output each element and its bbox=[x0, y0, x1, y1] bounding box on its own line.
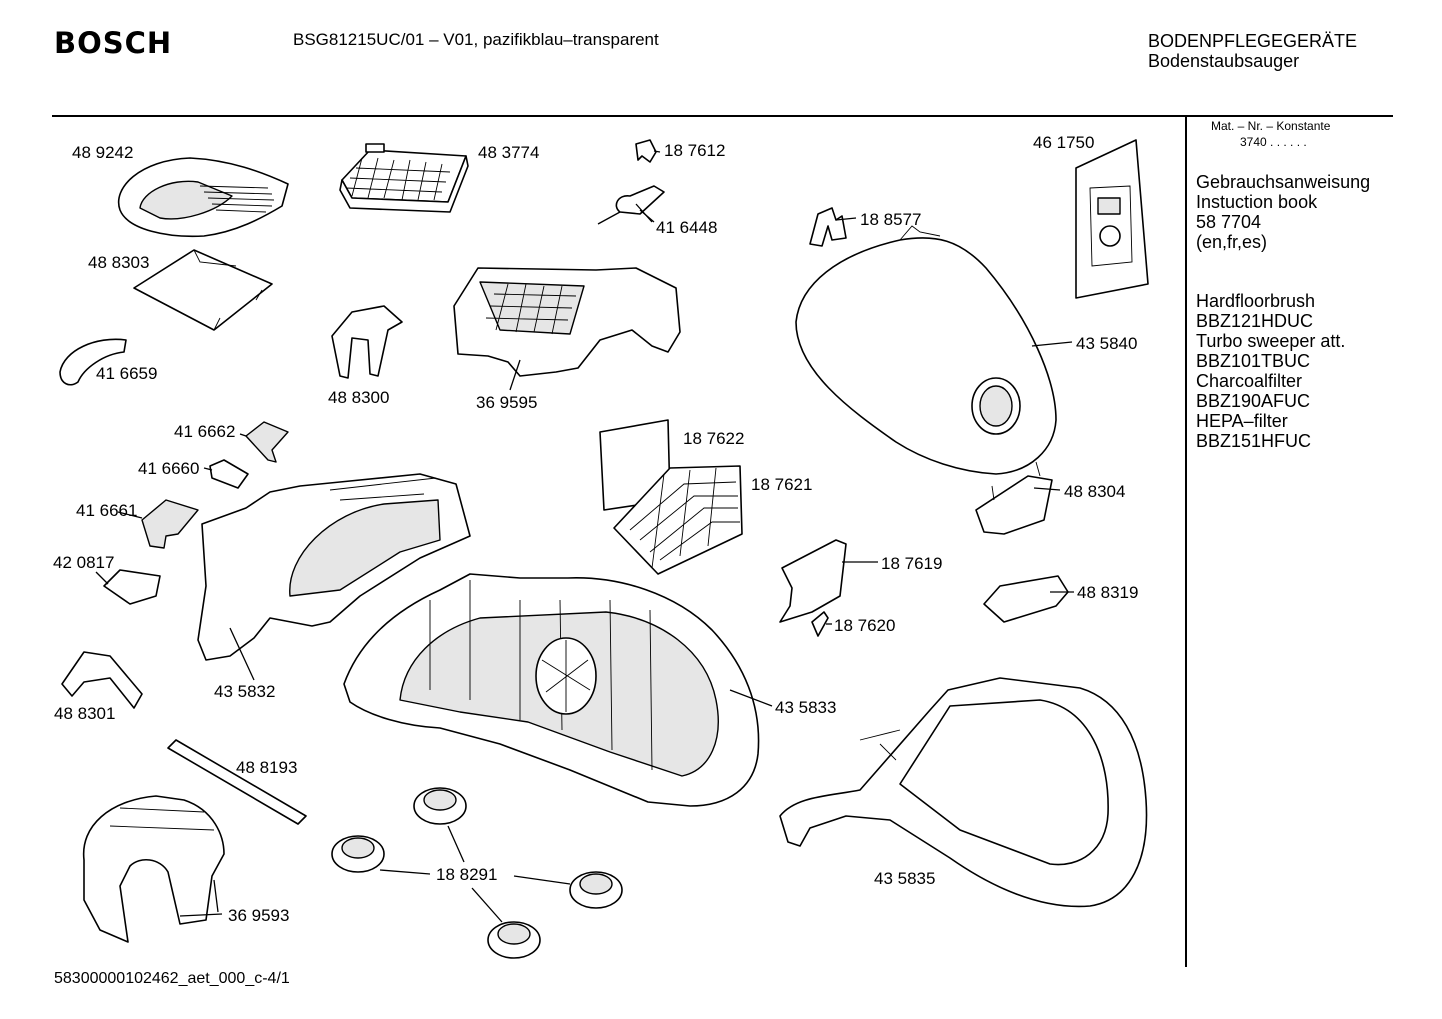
part-label-488193: 48 8193 bbox=[236, 758, 298, 777]
part-label-187612: 18 7612 bbox=[664, 141, 726, 160]
accessory-line: Charcoalfilter bbox=[1196, 371, 1303, 391]
part-488301-drawing bbox=[61, 651, 143, 709]
mat-nr-value: 3740 . . . . . . bbox=[1240, 135, 1307, 149]
part-label-416660: 41 6660 bbox=[138, 459, 200, 478]
part-label-461750: 46 1750 bbox=[1033, 133, 1095, 152]
part-416659-drawing bbox=[59, 338, 127, 386]
accessory-line: Turbo sweeper att. bbox=[1196, 331, 1346, 351]
part-label-187621: 18 7621 bbox=[751, 475, 813, 494]
part-label-488319: 48 8319 bbox=[1077, 583, 1139, 602]
part-435840-drawing bbox=[795, 225, 1057, 475]
brand-logo: BOSCH bbox=[54, 26, 173, 60]
part-label-187620: 18 7620 bbox=[834, 616, 896, 635]
part-label-489242: 48 9242 bbox=[72, 143, 134, 162]
part-188577-drawing bbox=[809, 207, 847, 247]
instructions-line: (en,fr,es) bbox=[1196, 232, 1268, 252]
part-416661-drawing bbox=[141, 499, 199, 549]
accessory-line: BBZ151HFUC bbox=[1196, 431, 1312, 451]
accessory-line: BBZ121HDUC bbox=[1196, 311, 1314, 331]
part-489242-drawing bbox=[117, 157, 289, 238]
part-label-188577: 18 8577 bbox=[860, 210, 922, 229]
accessory-line: Hardfloorbrush bbox=[1196, 291, 1316, 311]
part-label-435832: 43 5832 bbox=[214, 682, 276, 701]
part-435835-drawing bbox=[779, 677, 1148, 908]
part-label-369595: 36 9595 bbox=[476, 393, 538, 412]
part-416662-drawing bbox=[245, 421, 289, 463]
instructions-line: Instuction book bbox=[1196, 192, 1318, 212]
part-461750-drawing bbox=[1075, 139, 1149, 299]
subcategory-title: Bodenstaubsauger bbox=[1148, 51, 1300, 71]
part-label-187622: 18 7622 bbox=[683, 429, 745, 448]
part-label-488301: 48 8301 bbox=[54, 704, 116, 723]
part-369593-drawing bbox=[82, 795, 225, 943]
accessory-line: BBZ190AFUC bbox=[1196, 391, 1311, 411]
part-label-416448: 41 6448 bbox=[656, 218, 718, 237]
part-488303-drawing bbox=[133, 249, 273, 331]
part-label-188291: 18 8291 bbox=[436, 865, 498, 884]
part-416448-drawing bbox=[597, 185, 665, 225]
instructions-line: Gebrauchsanweisung bbox=[1196, 172, 1371, 192]
part-label-488304: 48 8304 bbox=[1064, 482, 1126, 501]
part-label-416661: 41 6661 bbox=[76, 501, 138, 520]
part-435832-drawing bbox=[197, 473, 471, 661]
part-label-488300: 48 8300 bbox=[328, 388, 390, 407]
part-416660-drawing bbox=[209, 459, 249, 489]
mat-nr-label: Mat. – Nr. – Konstante bbox=[1211, 119, 1331, 133]
part-488193-drawing bbox=[167, 739, 307, 825]
part-label-435840: 43 5840 bbox=[1076, 334, 1138, 353]
part-187621-drawing bbox=[613, 465, 743, 575]
accessory-line: BBZ101TBUC bbox=[1196, 351, 1311, 371]
category-title: BODENPFLEGEGERÄTE bbox=[1148, 31, 1358, 51]
part-label-435833: 43 5833 bbox=[775, 698, 837, 717]
part-488319-drawing bbox=[983, 575, 1069, 623]
model-title: BSG81215UC/01 – V01, pazifikblau–transpa… bbox=[293, 30, 659, 49]
part-187619-drawing bbox=[779, 539, 847, 623]
part-label-416659: 41 6659 bbox=[96, 364, 158, 383]
part-188291-drawing bbox=[331, 787, 623, 959]
part-435833-drawing bbox=[343, 573, 760, 807]
instructions-block: Gebrauchsanweisung Instuction book 58 77… bbox=[1196, 172, 1370, 252]
part-label-369593: 36 9593 bbox=[228, 906, 290, 925]
accessory-line: HEPA–filter bbox=[1196, 411, 1288, 431]
part-label-416662: 41 6662 bbox=[174, 422, 236, 441]
part-187612-drawing bbox=[635, 139, 657, 163]
part-369595-drawing bbox=[453, 267, 681, 377]
part-420817-drawing bbox=[103, 569, 161, 605]
part-label-488303: 48 8303 bbox=[88, 253, 150, 272]
instructions-line: 58 7704 bbox=[1196, 212, 1262, 232]
part-label-420817: 42 0817 bbox=[53, 553, 115, 572]
part-187620-drawing bbox=[811, 611, 829, 637]
part-488304-drawing bbox=[975, 461, 1053, 535]
part-label-187619: 18 7619 bbox=[881, 554, 943, 573]
part-label-435835: 43 5835 bbox=[874, 869, 936, 888]
accessories-block: Hardfloorbrush BBZ121HDUC Turbo sweeper … bbox=[1196, 291, 1345, 451]
part-label-483774: 48 3774 bbox=[478, 143, 540, 162]
part-488300-drawing bbox=[331, 305, 403, 379]
part-483774-drawing bbox=[339, 143, 469, 213]
document-code: 58300000102462_aet_000_c-4/1 bbox=[54, 970, 290, 987]
